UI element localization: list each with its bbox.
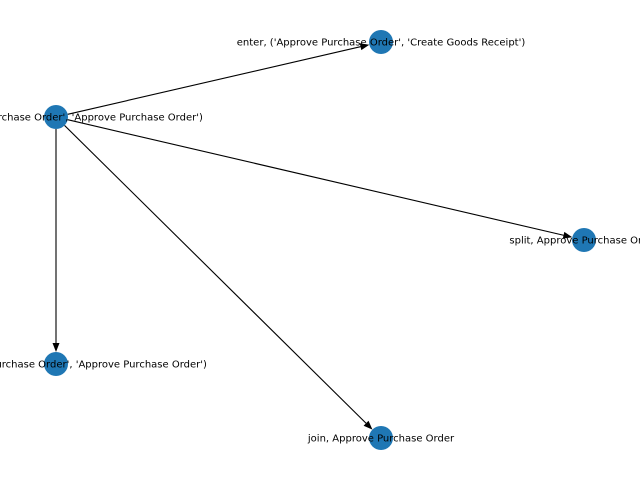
node-label-n1: enter, ('Approve Purchase Order', 'Creat…	[237, 38, 526, 49]
arrowhead-source-to-n1	[359, 43, 370, 51]
edges-layer	[52, 43, 573, 430]
edge-source-to-n4	[64, 125, 367, 424]
edge-source-to-n1	[67, 46, 361, 115]
node-source	[44, 105, 68, 129]
node-n2	[572, 228, 596, 252]
labels-layer: exit, ('Approve Purchase Order', 'Approv…	[0, 38, 640, 445]
nodes-layer	[44, 30, 596, 450]
arrowhead-source-to-n3	[52, 343, 60, 352]
arrowhead-source-to-n4	[363, 420, 373, 430]
node-label-source: exit, ('Approve Purchase Order', 'Approv…	[0, 113, 203, 124]
arrowhead-source-to-n2	[562, 231, 573, 239]
edge-source-to-n2	[67, 119, 564, 236]
node-n4	[369, 426, 393, 450]
node-n3	[44, 352, 68, 376]
node-n1	[369, 30, 393, 54]
node-label-n3: enter, ('Approve Purchase Order', 'Appro…	[0, 360, 207, 371]
node-label-n4: join, Approve Purchase Order	[307, 434, 455, 445]
node-label-n2: split, Approve Purchase Order	[509, 236, 640, 247]
